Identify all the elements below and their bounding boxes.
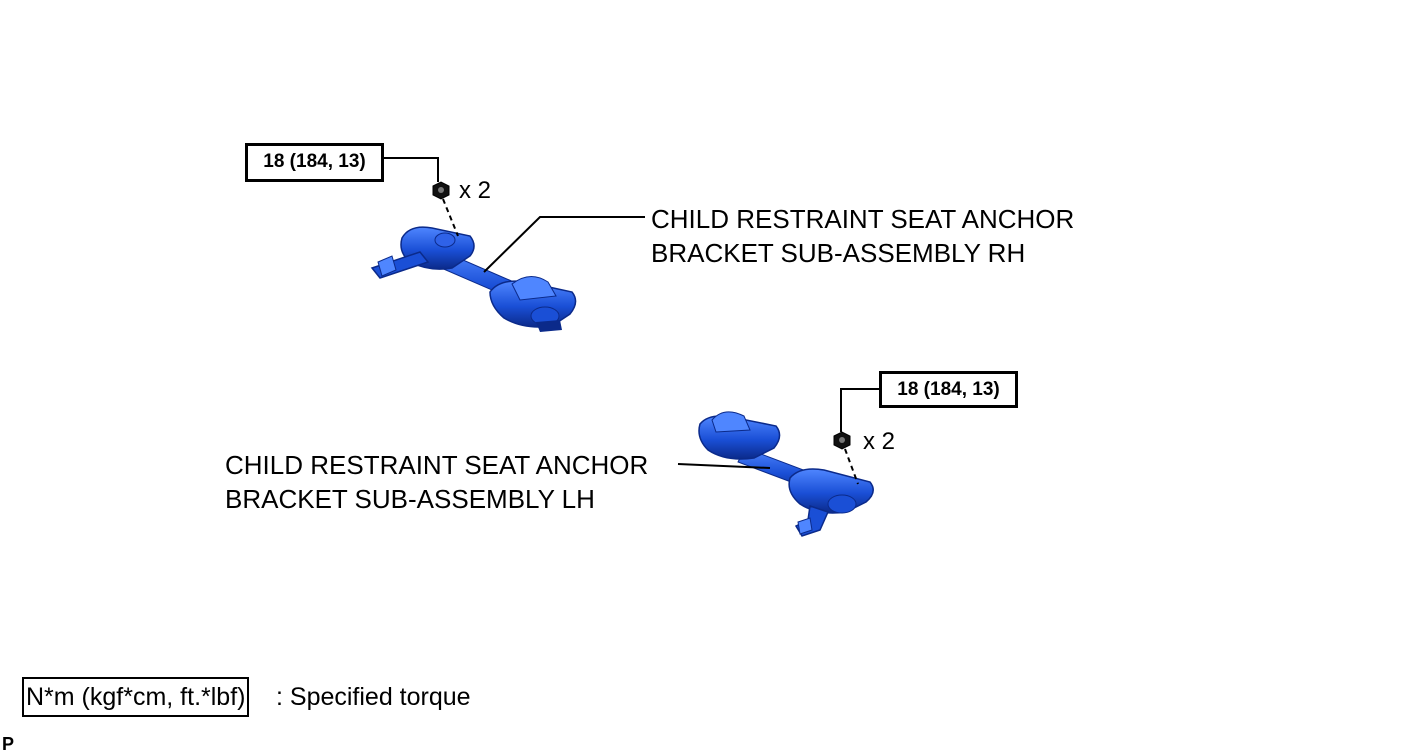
lh-torque-value: 18 (184, 13) (897, 379, 1000, 400)
lh-bracket-illustration (698, 411, 874, 537)
lh-nut-quantity: x 2 (863, 428, 896, 455)
corner-mark: P (2, 734, 15, 754)
rh-torque-value: 18 (184, 13) (263, 151, 366, 172)
lh-torque-box: 18 (184, 13) (879, 371, 1018, 408)
lh-part-label: CHILD RESTRAINT SEAT ANCHOR BRACKET SUB-… (225, 448, 648, 516)
legend-unit: N*m (kgf*cm, ft.*lbf) (26, 683, 246, 711)
legend-description: : Specified torque (276, 683, 471, 711)
lh-nut-icon (833, 431, 851, 450)
rh-torque-box: 18 (184, 13) (245, 143, 384, 182)
rh-part-label-line1: CHILD RESTRAINT SEAT ANCHOR (651, 204, 1075, 234)
rh-part-label: CHILD RESTRAINT SEAT ANCHOR BRACKET SUB-… (651, 202, 1074, 270)
rh-bracket-illustration (370, 226, 577, 332)
rh-part-label-line2: BRACKET SUB-ASSEMBLY RH (651, 238, 1026, 268)
rh-nut-quantity: x 2 (459, 177, 492, 204)
rh-nut-icon (432, 181, 450, 200)
lh-part-label-line2: BRACKET SUB-ASSEMBLY LH (225, 484, 595, 514)
legend-unit-box: N*m (kgf*cm, ft.*lbf) (22, 677, 250, 717)
lh-part-label-line1: CHILD RESTRAINT SEAT ANCHOR (225, 450, 649, 480)
